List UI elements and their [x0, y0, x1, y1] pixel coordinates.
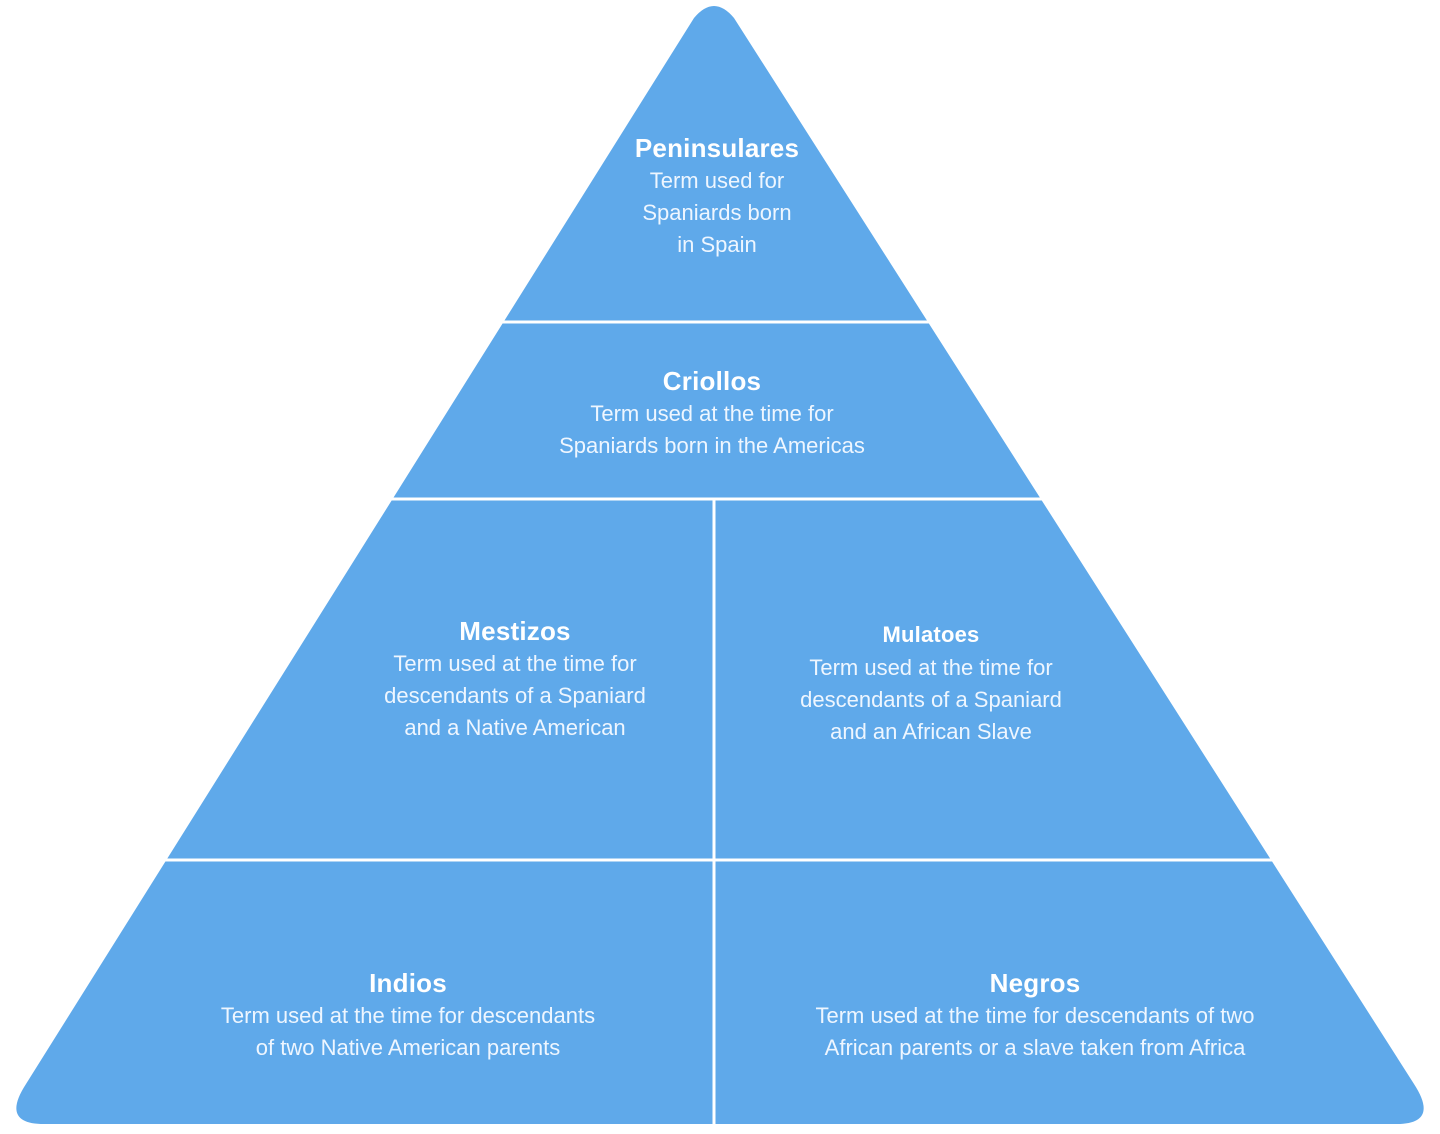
tier-criollos-title: Criollos [662, 366, 762, 396]
tier-mestizos-desc-2: descendants of a Spaniard [384, 683, 646, 708]
tier-indios-desc-2: of two Native American parents [255, 1035, 561, 1060]
tier-mulatoes-desc-3: and an African Slave [830, 719, 1032, 744]
tier-negros: Negros Term used at the time for descend… [815, 966, 1254, 1064]
tier-negros-title: Negros [989, 968, 1081, 998]
tier-peninsulares-desc-3: in Spain [677, 232, 757, 257]
tier-indios-desc-1: Term used at the time for descendants [220, 1003, 596, 1028]
tier-mulatoes-desc-1: Term used at the time for [809, 655, 1053, 680]
tier-indios-title: Indios [369, 968, 447, 998]
tier-mulatoes: Mulatoes Term used at the time for desce… [800, 618, 1062, 748]
tier-peninsulares: Peninsulares Term used for Spaniards bor… [635, 131, 799, 261]
tier-mestizos-title: Mestizos [459, 616, 571, 646]
tier-mulatoes-title: Mulatoes [882, 622, 980, 647]
tier-peninsulares-desc-2: Spaniards born [642, 200, 792, 225]
tier-mestizos: Mestizos Term used at the time for desce… [384, 614, 646, 744]
tier-mestizos-desc-3: and a Native American [404, 715, 626, 740]
tier-peninsulares-title: Peninsulares [634, 133, 800, 163]
tier-criollos-desc-2: Spaniards born in the Americas [559, 433, 865, 458]
tier-mulatoes-desc-2: descendants of a Spaniard [800, 687, 1062, 712]
tier-mestizos-desc-1: Term used at the time for [393, 651, 637, 676]
tier-negros-desc-2: African parents or a slave taken from Af… [824, 1035, 1246, 1060]
tier-criollos-desc-1: Term used at the time for [590, 401, 834, 426]
tier-criollos: Criollos Term used at the time for Spani… [559, 364, 865, 462]
tier-negros-desc-1: Term used at the time for descendants of… [815, 1003, 1255, 1028]
tier-peninsulares-desc-1: Term used for [649, 168, 785, 193]
pyramid-shape [16, 6, 1424, 1124]
tier-indios: Indios Term used at the time for descend… [221, 966, 595, 1064]
